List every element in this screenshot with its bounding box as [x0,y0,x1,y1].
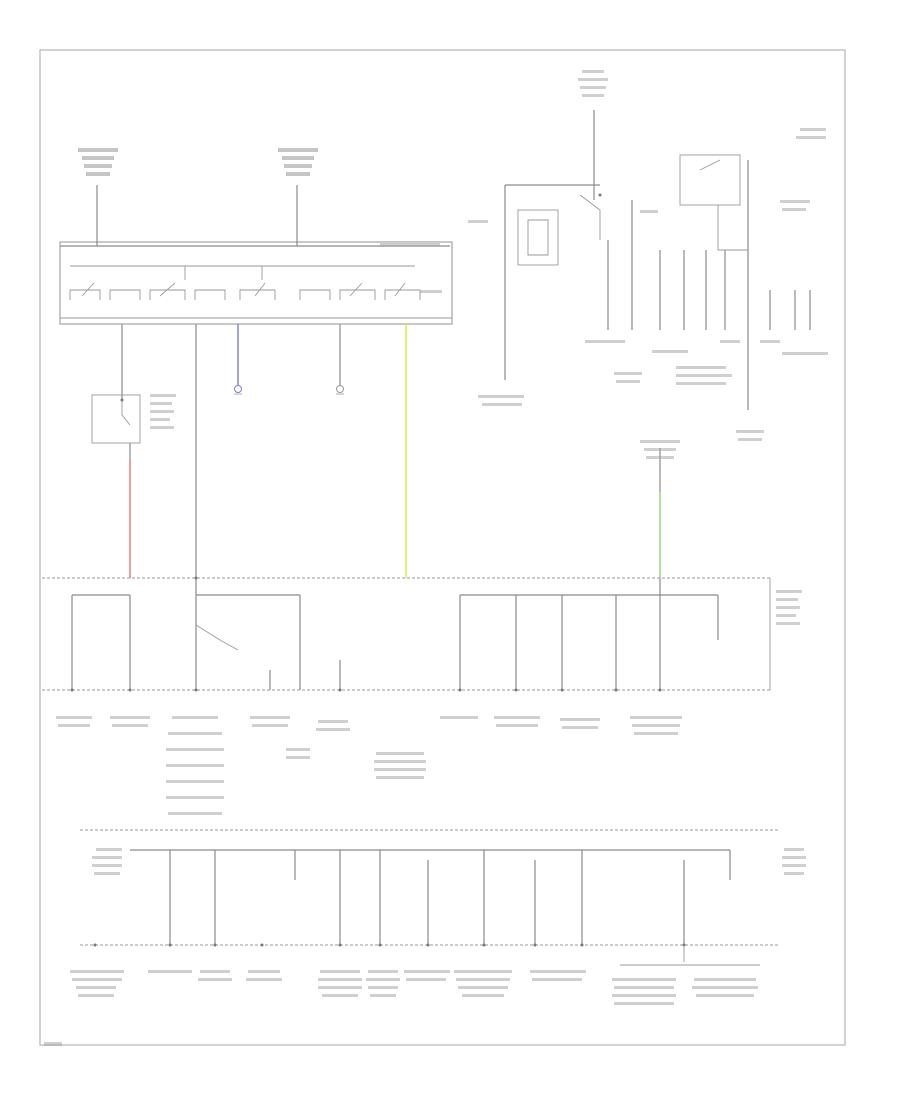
top-left-fuse-block [59,148,453,325]
page-code [44,1042,62,1046]
top-right-section [468,70,828,441]
ground-icon [234,385,242,395]
bottom-block-labels [70,970,758,1005]
diagram-border [39,49,846,1046]
relay-switch-left [91,394,176,444]
middle-block-labels [56,716,682,815]
ground-icon [336,385,344,395]
middle-junction-block [42,576,802,692]
bottom-junction-block [80,829,806,966]
